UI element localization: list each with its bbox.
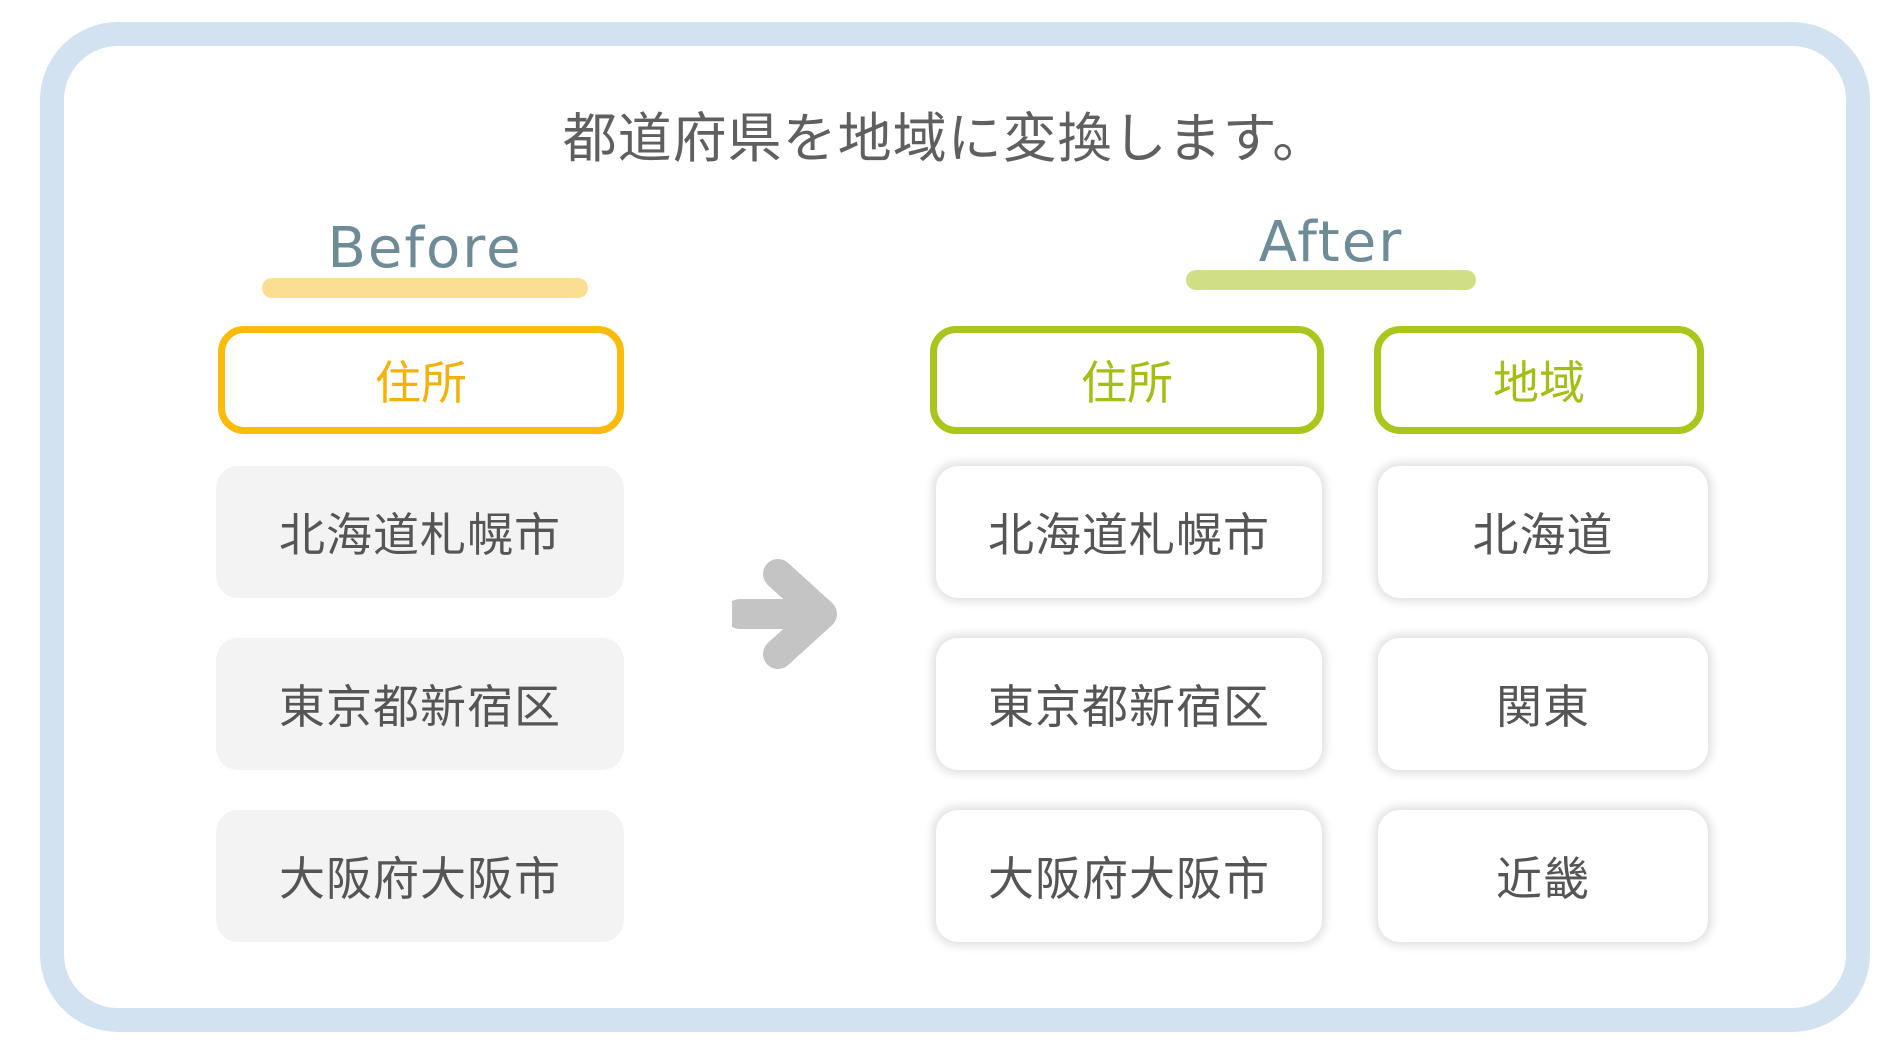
arrow-right-icon bbox=[732, 559, 837, 669]
after-row-3-region: 近畿 bbox=[1378, 810, 1708, 942]
after-row-3-address: 大阪府大阪市 bbox=[936, 810, 1322, 942]
after-header-address: 住所 bbox=[930, 326, 1324, 434]
after-row-1-region: 北海道 bbox=[1378, 466, 1708, 598]
after-underline bbox=[1186, 270, 1476, 290]
before-header-address: 住所 bbox=[218, 326, 624, 434]
before-row-2: 東京都新宿区 bbox=[216, 638, 624, 770]
before-row-3: 大阪府大阪市 bbox=[216, 810, 624, 942]
after-row-1-address: 北海道札幌市 bbox=[936, 466, 1322, 598]
before-row-1: 北海道札幌市 bbox=[216, 466, 624, 598]
diagram-title: 都道府県を地域に変換します。 bbox=[562, 107, 1328, 170]
after-header-region: 地域 bbox=[1374, 326, 1704, 434]
after-row-2-address: 東京都新宿区 bbox=[936, 638, 1322, 770]
after-row-2-region: 関東 bbox=[1378, 638, 1708, 770]
before-heading: Before bbox=[327, 216, 523, 281]
after-heading: After bbox=[1258, 210, 1404, 275]
before-underline bbox=[262, 278, 588, 298]
